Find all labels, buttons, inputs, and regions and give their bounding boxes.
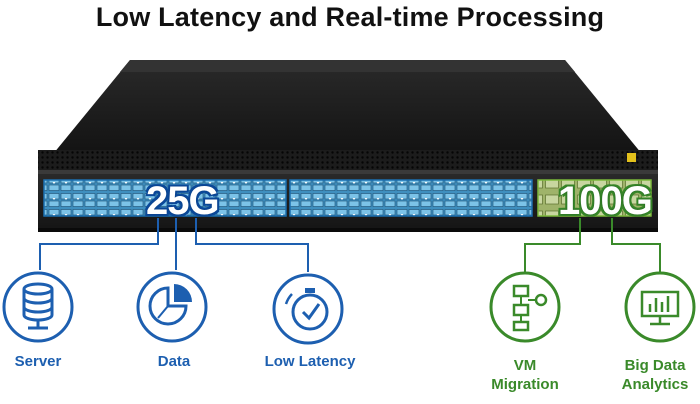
port-block-25g-right <box>289 179 533 217</box>
page-title: Low Latency and Real-time Processing <box>95 2 605 32</box>
port-block-100g <box>537 179 652 217</box>
stopwatch-icon <box>272 273 344 345</box>
monitor-chart-icon <box>624 271 696 343</box>
feature-label-big-data-analytics: Big Data Analytics <box>621 357 689 393</box>
feature-label-server: Server <box>14 353 62 370</box>
database-icon <box>2 271 74 343</box>
speed-label-25g: 25G <box>146 179 220 223</box>
pie-chart-icon <box>136 271 208 343</box>
port-block-25g-left <box>43 179 287 217</box>
flowchart-icon <box>489 271 561 343</box>
speed-label-100g: 100G <box>558 179 653 223</box>
connector-bigdata <box>611 218 661 272</box>
feature-label-low-latency: Low Latency <box>264 353 356 370</box>
connector-server <box>39 218 159 270</box>
feature-label-vm-migration: VM Migration <box>491 357 559 393</box>
chassis-top <box>40 60 655 170</box>
connector-latency <box>195 218 309 272</box>
feature-label-data: Data <box>157 353 191 370</box>
connector-vm <box>524 218 581 272</box>
